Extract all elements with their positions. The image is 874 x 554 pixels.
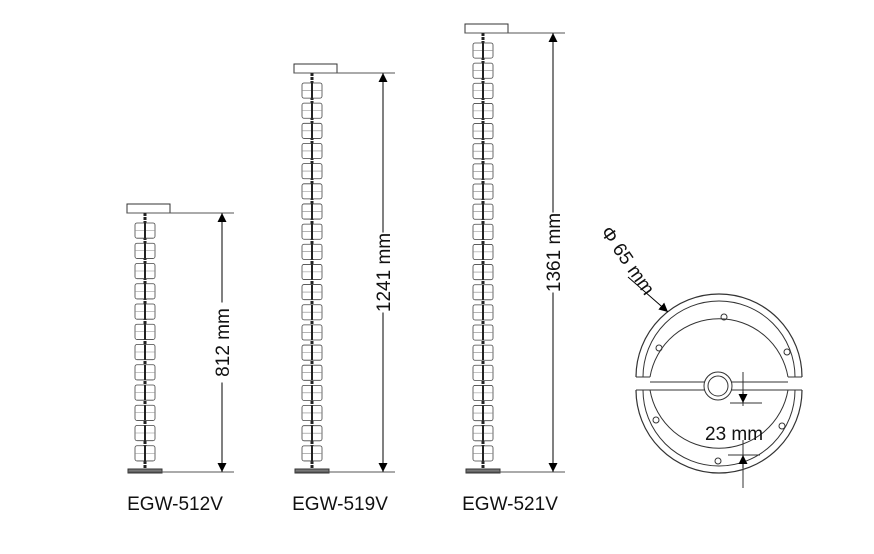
- ceiling-plate: [126, 203, 171, 214]
- ceiling-plate: [464, 23, 509, 34]
- floor-base: [294, 468, 330, 474]
- model-name-label: EGW-512V: [127, 494, 223, 515]
- inner-dimension-label: 23 mm: [705, 424, 763, 445]
- cross-section-drawing: [635, 293, 803, 488]
- cable-column-1: 812 mm EGW-512V: [126, 203, 234, 515]
- floor-base: [127, 468, 163, 474]
- diameter-label: Φ 65 mm: [596, 223, 658, 299]
- floor-base: [465, 468, 501, 474]
- diameter-arrow: [627, 276, 669, 313]
- height-label: 1361 mm: [544, 213, 565, 292]
- model-name-label: EGW-519V: [292, 494, 388, 515]
- ceiling-plate: [293, 63, 338, 74]
- model-name-label: EGW-521V: [462, 494, 558, 515]
- cable-column-3: 1361 mm EGW-521V: [462, 23, 565, 515]
- cable-column-2: 1241 mm EGW-519V: [292, 63, 395, 515]
- height-label: 1241 mm: [374, 233, 395, 312]
- height-label: 812 mm: [213, 308, 234, 377]
